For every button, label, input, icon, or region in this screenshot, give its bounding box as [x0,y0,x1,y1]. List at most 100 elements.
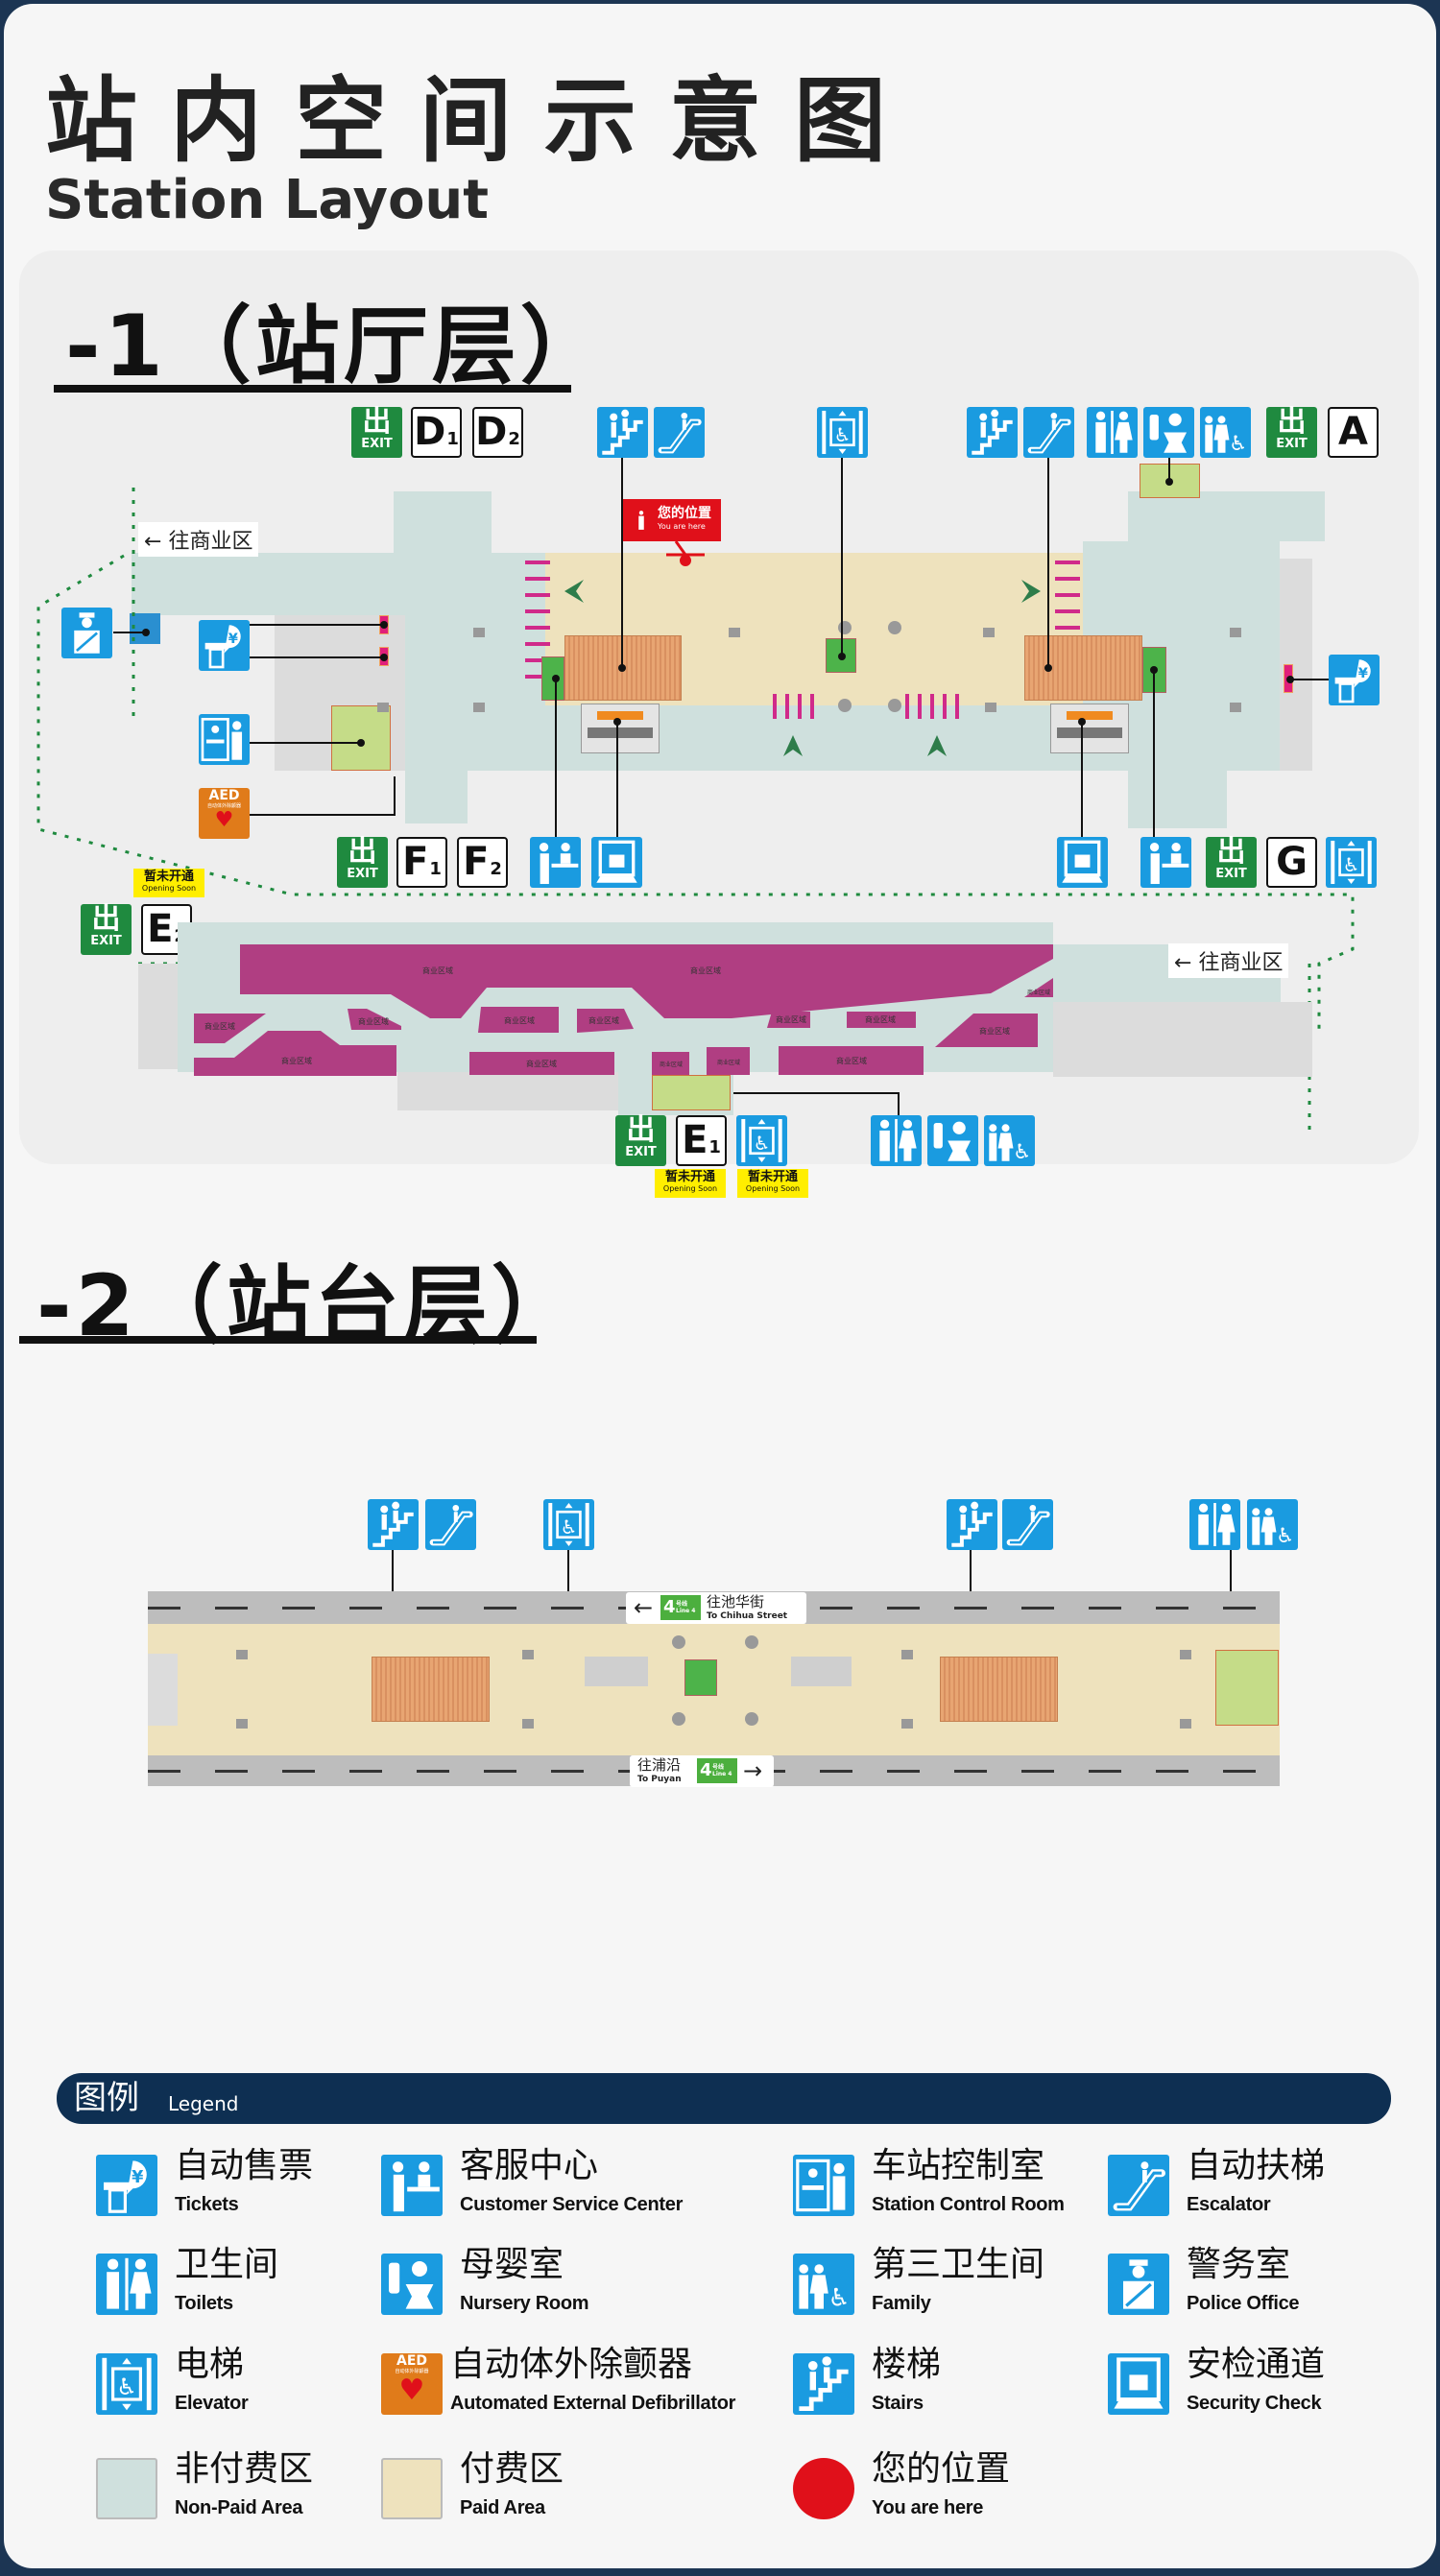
pillar [522,1650,534,1659]
platform-equipment-room [148,1654,178,1726]
exit-number: 1 [708,1137,721,1157]
platform-bench [585,1657,648,1686]
exit-f2-label: F2 [457,837,508,888]
legend-label-en: Nursery Room [460,2293,589,2314]
toilets-icon [96,2254,157,2315]
elevator-icon [96,2353,157,2415]
non-paid-stub-north [394,491,492,555]
commercial-zone-label: 商业区域 [281,1056,312,1065]
exit-en: EXIT [625,1145,657,1159]
exit-cn: 出 [626,1113,656,1147]
exit-number: 1 [446,429,459,449]
commercial-zone-label: 商业区域 [422,966,453,975]
family-toilet-icon [1200,407,1251,458]
police-icon [1108,2254,1169,2315]
column [745,1635,758,1649]
legend-title: 图例 [74,2079,139,2117]
elevator-icon [543,1499,594,1550]
control-room-icon [793,2155,854,2216]
nursery-icon [381,2254,443,2315]
legend-header: 图例 Legend [57,2073,1391,2124]
pillar [901,1650,913,1659]
aed-label: AED [208,788,240,803]
commercial-zone-label: 商业区域 [204,1021,235,1031]
ticket-icon [1329,655,1380,705]
legend-label-cn: 母婴室 [460,2245,564,2284]
police-icon [61,608,112,658]
direction-en: To Puyan [637,1775,682,1784]
ticket-icon [96,2155,157,2216]
non-paid-stub-north-east [1128,491,1325,541]
pillar [236,1719,248,1729]
family-toilet-icon [984,1115,1035,1166]
legend-label-en: Station Control Room [872,2194,1065,2215]
arrow-left-icon: ← [634,1594,654,1621]
direction-cn: 往浦沿 [637,1756,682,1774]
escalator-icon [1108,2155,1169,2216]
line-en: Line 4 [676,1608,696,1614]
pillar [522,1719,534,1729]
commercial-zone [767,1012,810,1028]
toilets-icon [1189,1499,1240,1550]
commercial-zone [707,1047,750,1075]
commercial-zone-label: 商业区域 [865,1014,896,1024]
escalator-icon [1023,407,1074,458]
legend-label-cn: 自动体外除颤器 [450,2345,693,2384]
escalator-icon [425,1499,476,1550]
platform-elevator [684,1659,717,1696]
legend-label-en: You are here [872,2497,984,2518]
line-en: Line 4 [712,1771,732,1777]
commercial-zone [348,1009,401,1030]
aed-label: AED [396,2353,428,2369]
pillar [236,1650,248,1659]
commercial-zone-label: 商业区域 [588,1015,619,1025]
commercial-zone-label: 商业区域 [504,1015,535,1025]
level-1-title-underline [54,385,571,393]
legend-label-cn: 自动扶梯 [1187,2146,1326,2185]
commercial-zone [240,944,1053,1018]
commercial-zone [935,1014,1038,1047]
pillar [1180,1650,1191,1659]
page-subtitle: Station Layout [45,169,490,231]
commercial-zone [194,1014,266,1043]
commercial-zone [478,1007,559,1033]
exit-letter: A [1338,410,1368,454]
nursery-icon [927,1115,978,1166]
to-commercial-sign-west: ← 往商业区 [138,522,259,557]
exit-cn: 出 [348,835,377,869]
legend-label-en: Stairs [872,2393,924,2414]
legend-label-en: Paid Area [460,2497,545,2518]
exit-letter: D [475,410,508,454]
aed-sublabel: 自动体外除颤器 [206,803,241,809]
legend-label-cn: 电梯 [175,2345,245,2384]
legend-label-cn: 楼梯 [872,2345,942,2384]
stairs-icon [947,1499,997,1550]
security-check-icon [591,837,642,888]
family-toilet-icon [1247,1499,1298,1550]
platform-toilet-room [1215,1650,1279,1726]
exit-en: EXIT [1215,867,1247,881]
pillar [1180,1719,1191,1729]
page-title: 站内空间示意图 [45,67,919,175]
line-number: 4 [700,1760,712,1780]
toilet-room-e1 [652,1075,731,1110]
elevator-icon [736,1115,787,1166]
opening-soon-cn: 暂未开通 [747,1170,798,1184]
legend-label-en: Security Check [1187,2393,1322,2414]
commercial-zone-label: 商业区域 [836,1056,867,1065]
opening-soon-cn: 暂未开通 [664,1170,715,1184]
exit-cn: 出 [1277,405,1307,439]
exit-a-label: A [1328,407,1379,458]
legend-label-cn: 车站控制室 [872,2146,1045,2185]
nursery-icon [1143,407,1194,458]
arrow-right-icon: → [743,1757,763,1784]
legend-label-en: Escalator [1187,2194,1271,2215]
exit-cn: 出 [362,405,392,439]
